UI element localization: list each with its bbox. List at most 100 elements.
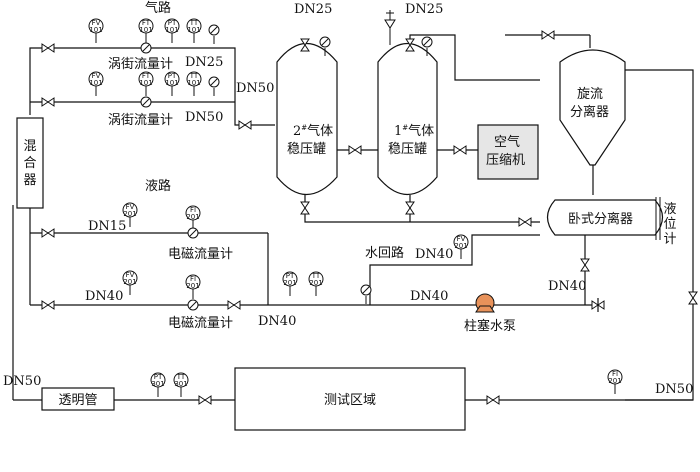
fv101-top-num: 101	[89, 26, 102, 34]
tank1-cyclone-pipe	[409, 34, 540, 81]
valve-h-7[interactable]	[453, 145, 467, 155]
dn-gas-top: DN25	[185, 55, 223, 70]
fv201-top-code: FV	[126, 203, 135, 211]
valve-tank2-top[interactable]	[300, 38, 310, 52]
pt201[interactable]	[282, 271, 298, 287]
valve-v-0[interactable]	[300, 201, 310, 215]
dn-water-return: DN40	[415, 247, 453, 262]
liquid-line-label: 液路	[145, 178, 171, 194]
mixer-label-char: 混	[23, 139, 36, 154]
tank1-sup: #	[402, 124, 408, 132]
separator-label: 卧式分离器	[568, 211, 633, 227]
valve-h-10[interactable]	[198, 395, 212, 405]
pt101-bottom[interactable]	[164, 71, 180, 87]
tt201[interactable]	[308, 271, 324, 287]
ft101-top-num: 101	[139, 26, 152, 34]
fi201-return-code: FI	[612, 370, 618, 378]
fi201-top-code: FI	[190, 206, 196, 214]
valve-h-5[interactable]	[227, 300, 241, 310]
pt101-top[interactable]	[164, 18, 180, 34]
fi201-top-num: 201	[186, 213, 199, 221]
valve-tank1-top[interactable]	[405, 38, 415, 52]
dn-liquid-out: DN40	[258, 314, 296, 329]
transparent-pipe-label: 透明管	[58, 393, 97, 408]
gas-tank-2	[276, 42, 338, 196]
vent-icon	[384, 19, 396, 29]
fv201-bottom[interactable]	[122, 270, 138, 286]
vortex-meter-2-slash	[142, 98, 150, 106]
tank2-sup: #	[301, 124, 307, 132]
valve-pipe-end[interactable]	[591, 300, 605, 310]
gas-tank-1	[377, 42, 438, 195]
tt301-num: 301	[174, 380, 187, 388]
fi201-bottom-num: 201	[186, 282, 199, 290]
tank-bottom-pipe	[304, 195, 540, 223]
pressure-gauge-tank2-needle	[321, 38, 329, 46]
gas-line-label: 气路	[145, 0, 171, 16]
pt301[interactable]	[150, 372, 166, 388]
dn-mixer-out: DN50	[3, 374, 41, 389]
vortex-meter-1-label: 涡街流量计	[108, 57, 173, 72]
ft101-bottom[interactable]	[138, 71, 154, 87]
vortex-meter-2-label: 涡街流量计	[108, 113, 173, 128]
valve-v-1[interactable]	[405, 201, 415, 215]
tank2-label-1: 2#气体	[293, 123, 333, 139]
level-gauge-label-char: 液	[663, 202, 676, 217]
pressure-gauge-return-needle	[362, 286, 370, 294]
valves	[41, 30, 698, 405]
fv201-top[interactable]	[122, 202, 138, 218]
level-gauge-label-char: 位	[663, 217, 676, 232]
water-return-label: 水回路	[365, 245, 404, 261]
fv101-top[interactable]	[88, 18, 104, 34]
pt201-num: 201	[283, 279, 296, 287]
fv201-return-code: FV	[457, 235, 466, 243]
fi201-return[interactable]	[607, 369, 623, 385]
gas-top-pipe	[29, 47, 236, 115]
valve-h-3[interactable]	[41, 300, 55, 310]
tt101-bottom[interactable]	[186, 71, 202, 87]
ft101-bottom-num: 101	[139, 79, 152, 87]
valve-h-8[interactable]	[541, 30, 555, 40]
fv101-bottom-num: 101	[89, 79, 102, 87]
tt301-code: TT	[176, 373, 186, 381]
instruments: FV101FT101PT101TT101FV101FT101PT101TT101…	[88, 10, 623, 397]
cyclone-label-2: 分离器	[570, 104, 609, 120]
valve-h-2[interactable]	[41, 228, 55, 238]
tt101-bottom-code: TT	[189, 72, 199, 80]
mixer-label-char: 器	[23, 173, 36, 188]
cyclone-label-1: 旋流	[577, 87, 603, 102]
compressor-label-1: 空气	[494, 134, 520, 150]
fi201-top[interactable]	[185, 205, 201, 221]
fv201-return[interactable]	[453, 234, 469, 250]
pt101-bottom-code: PT	[168, 72, 177, 80]
fv101-bottom[interactable]	[88, 71, 104, 87]
tt301[interactable]	[173, 372, 189, 388]
mixer-label-char: 合	[23, 156, 36, 171]
fi201-bottom-code: FI	[190, 275, 196, 283]
pt101-top-num: 101	[165, 26, 178, 34]
air-compressor	[477, 124, 539, 180]
tt101-top[interactable]	[186, 18, 202, 34]
valve-v-3[interactable]	[688, 291, 698, 305]
level-gauge-label-char: 计	[663, 232, 676, 247]
valve-h-0[interactable]	[41, 43, 55, 53]
em-meter-2-slash	[189, 301, 197, 309]
tt101-bottom-num: 101	[187, 79, 200, 87]
pt101-top-code: PT	[168, 19, 177, 27]
valve-h-1[interactable]	[41, 97, 55, 107]
transparent-pipe	[41, 387, 115, 411]
valve-bottom-right[interactable]	[486, 395, 500, 405]
valve-v-2[interactable]	[580, 258, 590, 272]
valve-h-4[interactable]	[238, 120, 252, 130]
ft101-top[interactable]	[138, 18, 154, 34]
tt101-top-num: 101	[187, 26, 200, 34]
valve-h-6[interactable]	[348, 145, 362, 155]
tt201-code: TT	[311, 272, 321, 280]
fi201-bottom[interactable]	[185, 274, 201, 290]
pt301-code: PT	[154, 373, 163, 381]
valve-h-9[interactable]	[518, 217, 532, 227]
pump-label: 柱塞水泵	[464, 318, 516, 334]
ft101-bottom-code: FT	[142, 72, 151, 80]
